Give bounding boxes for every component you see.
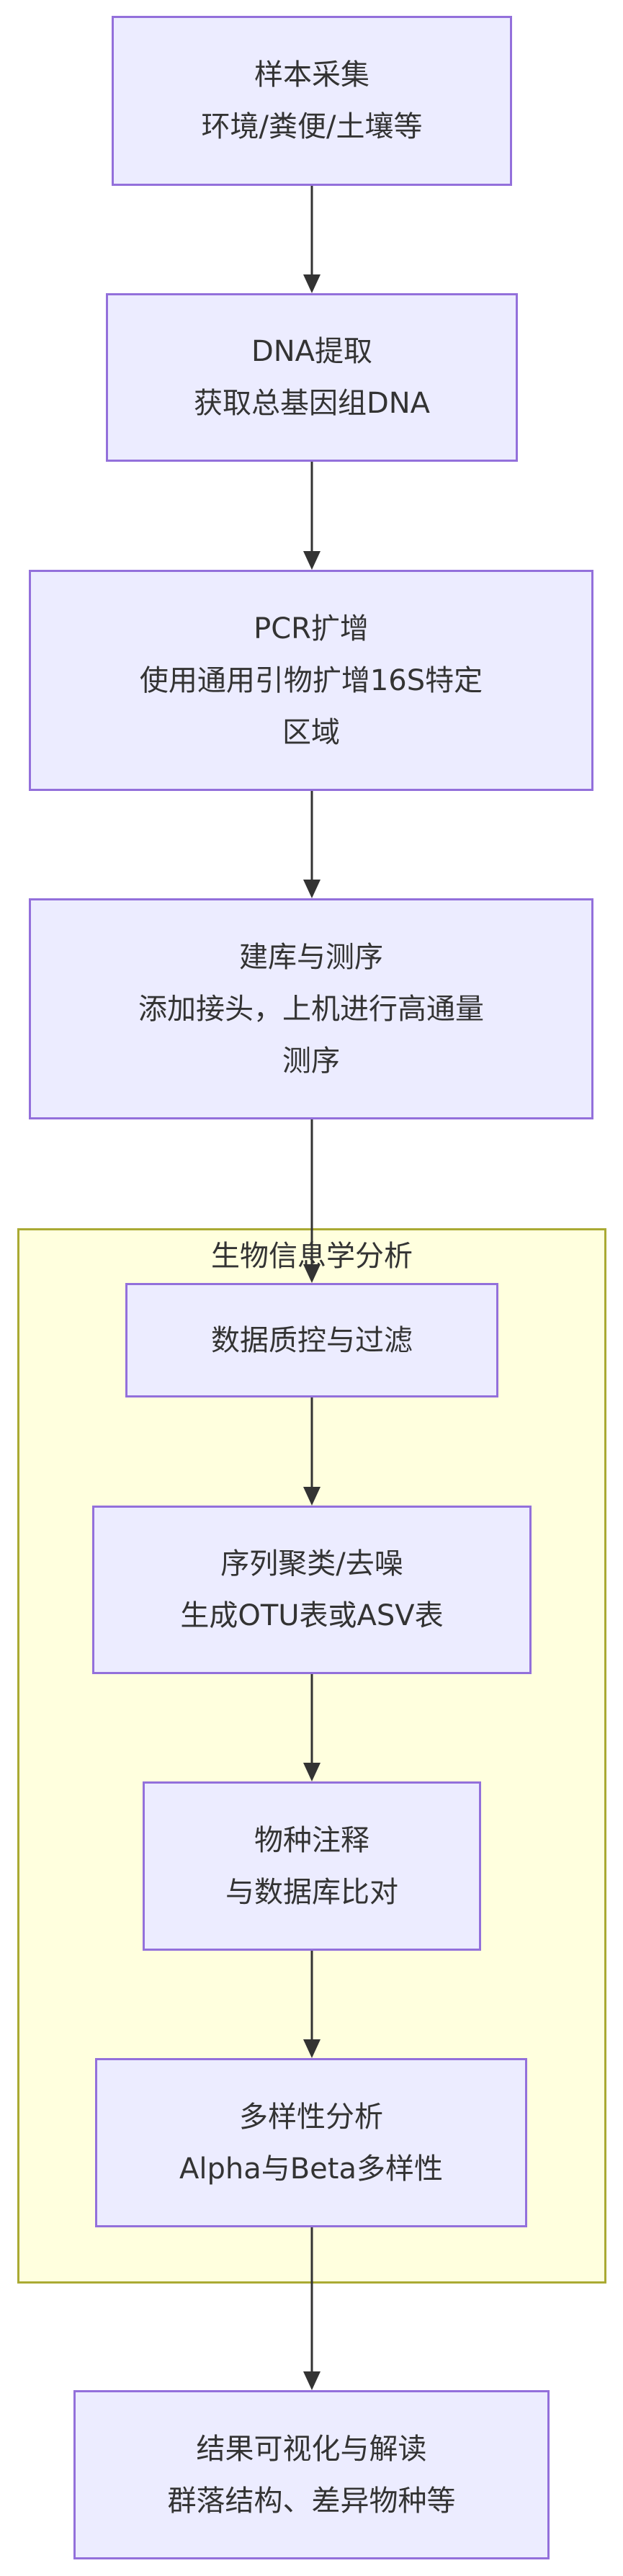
- node-library-sequencing[interactable]: 建库与测序 添加接头，上机进行高通量 测序: [29, 898, 593, 1119]
- node-diversity-analysis-line-2: Alpha与Beta多样性: [179, 2152, 443, 2186]
- edge-clustering-to-annotation: [303, 1674, 321, 1781]
- node-visualization-line-2: 群落结构、差异物种等: [167, 2484, 456, 2518]
- edge-dna-to-pcr: [303, 462, 321, 570]
- edge-annotation-to-diversity: [303, 1951, 321, 2058]
- node-sample-collection-line-1: 样本采集: [254, 58, 369, 91]
- node-visualization[interactable]: 结果可视化与解读 群落结构、差异物种等: [73, 2390, 550, 2559]
- node-library-sequencing-line-3: 测序: [282, 1044, 340, 1078]
- edge-diversity-to-visualization: [303, 2227, 321, 2390]
- edge-library-to-quality: [303, 1119, 321, 1283]
- node-clustering-denoise-line-1: 序列聚类/去噪: [220, 1547, 403, 1580]
- node-pcr-amplification-line-2: 使用通用引物扩增16S特定: [139, 663, 483, 697]
- node-library-sequencing-line-1: 建库与测序: [239, 940, 383, 974]
- node-clustering-denoise-line-2: 生成OTU表或ASV表: [180, 1599, 444, 1632]
- node-sample-collection-line-2: 环境/粪便/土壤等: [201, 110, 423, 143]
- node-diversity-analysis[interactable]: 多样性分析 Alpha与Beta多样性: [95, 2058, 527, 2227]
- node-dna-extraction-line-2: 获取总基因组DNA: [193, 387, 431, 420]
- node-dna-extraction-line-1: DNA提取: [251, 335, 373, 368]
- node-visualization-line-1: 结果可视化与解读: [196, 2432, 427, 2466]
- node-diversity-analysis-line-1: 多样性分析: [239, 2100, 383, 2134]
- node-pcr-amplification-line-3: 区域: [282, 715, 340, 749]
- node-species-annotation[interactable]: 物种注释 与数据库比对: [143, 1781, 481, 1951]
- node-sample-collection[interactable]: 样本采集 环境/粪便/土壤等: [112, 16, 512, 186]
- node-pcr-amplification-line-1: PCR扩增: [254, 612, 369, 645]
- node-quality-filter-line-1: 数据质控与过滤: [211, 1323, 413, 1357]
- node-quality-filter[interactable]: 数据质控与过滤: [125, 1283, 498, 1397]
- node-species-annotation-line-1: 物种注释: [254, 1823, 369, 1857]
- node-clustering-denoise[interactable]: 序列聚类/去噪 生成OTU表或ASV表: [92, 1506, 532, 1674]
- edge-pcr-to-library: [303, 791, 321, 898]
- edge-quality-to-clustering: [303, 1397, 321, 1506]
- edge-sample-to-dna: [303, 186, 321, 293]
- node-dna-extraction[interactable]: DNA提取 获取总基因组DNA: [106, 293, 518, 462]
- node-species-annotation-line-2: 与数据库比对: [225, 1875, 398, 1909]
- node-library-sequencing-line-2: 添加接头，上机进行高通量: [138, 992, 484, 1026]
- node-pcr-amplification[interactable]: PCR扩增 使用通用引物扩增16S特定 区域: [29, 570, 593, 791]
